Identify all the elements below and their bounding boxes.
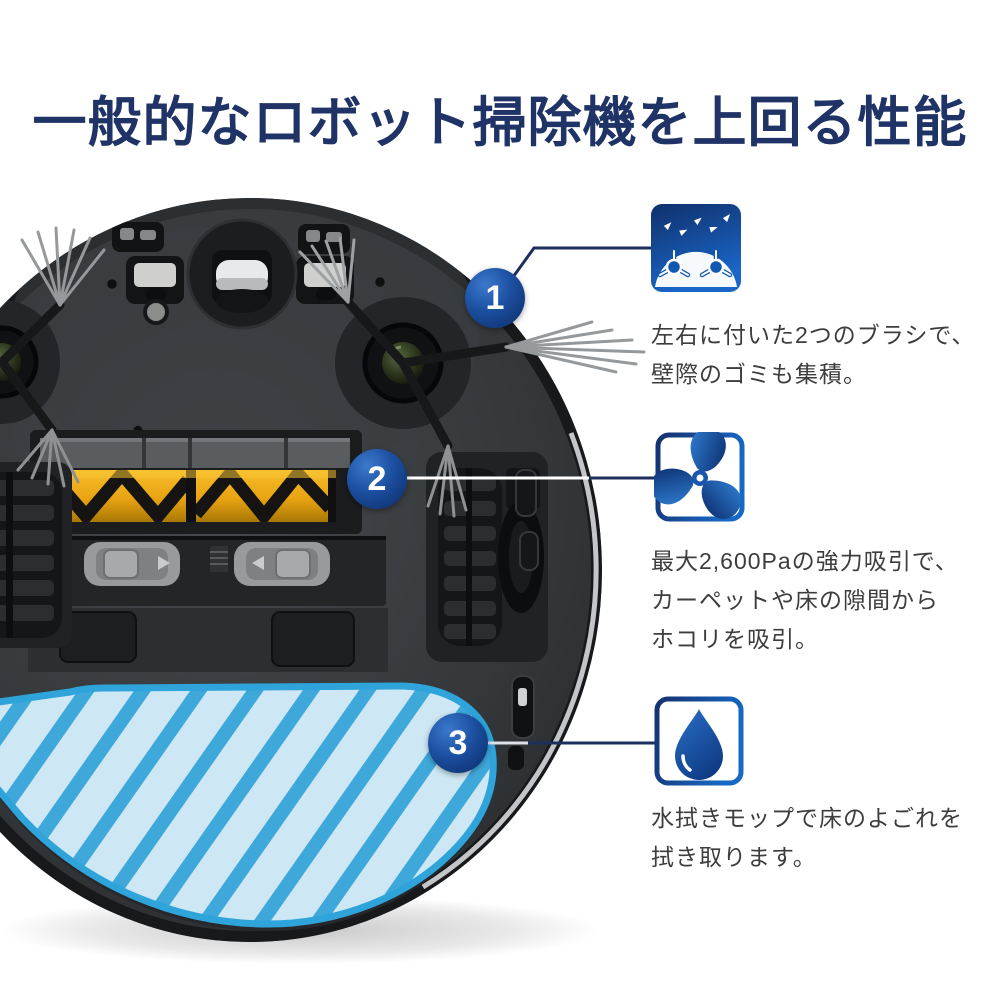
dustbin-door	[28, 536, 386, 606]
feature-2-description: 最大2,600Paの強力吸引で、 カーペットや床の隙間から ホコリを吸引。	[651, 542, 981, 659]
latch-right	[234, 542, 330, 586]
side-vents	[508, 469, 539, 770]
sensor-port	[143, 299, 169, 325]
left-wheel	[0, 462, 72, 648]
feature-1-line-1: 左右に付いた2つのブラシで、	[651, 322, 976, 348]
brush-stars	[657, 248, 733, 278]
left-side-brush	[0, 226, 106, 488]
feature-3-description: 水拭きモップで床のよごれを 拭き取ります。	[651, 799, 981, 877]
mop-pad	[0, 682, 497, 931]
callout-badge-3: 3	[428, 713, 488, 773]
side-brushes-icon	[651, 204, 741, 292]
badge-1-number: 1	[485, 279, 505, 317]
suction-fan-icon	[654, 432, 745, 522]
front-clips	[112, 222, 350, 254]
page-title: 一般的なロボット掃除機を上回る性能	[32, 93, 968, 153]
bumper-highlight	[421, 432, 599, 890]
drop-highlight	[681, 754, 692, 772]
main-brush-module	[30, 430, 362, 534]
feature-3-line-1: 水拭きモップで床のよごれを	[651, 805, 963, 831]
yellow-rollers	[46, 470, 336, 522]
badge-2-number: 2	[367, 460, 387, 498]
water-drop-icon	[654, 696, 744, 786]
feature-3-line-2: 拭き取ります。	[651, 844, 817, 870]
feature-2-line-1: 最大2,600Paの強力吸引で、	[651, 548, 959, 574]
rubber-pads	[28, 608, 388, 672]
feature-1-line-2: 壁際のゴミも集積。	[651, 361, 867, 387]
callout-badge-2: 2	[347, 449, 407, 509]
dust-particles	[663, 214, 731, 236]
feature-2-line-2: カーペットや床の隙間から	[651, 587, 939, 613]
fan-blades	[654, 432, 741, 519]
badge-3-number: 3	[448, 724, 468, 762]
caster-wheel	[186, 218, 298, 330]
right-side-brush	[298, 236, 646, 518]
feature-2-line-3: ホコリを吸引。	[651, 626, 819, 652]
callout-badge-1: 1	[465, 268, 525, 328]
latch-left	[84, 542, 180, 586]
feature-1-description: 左右に付いた2つのブラシで、 壁際のゴミも集積。	[651, 316, 981, 394]
